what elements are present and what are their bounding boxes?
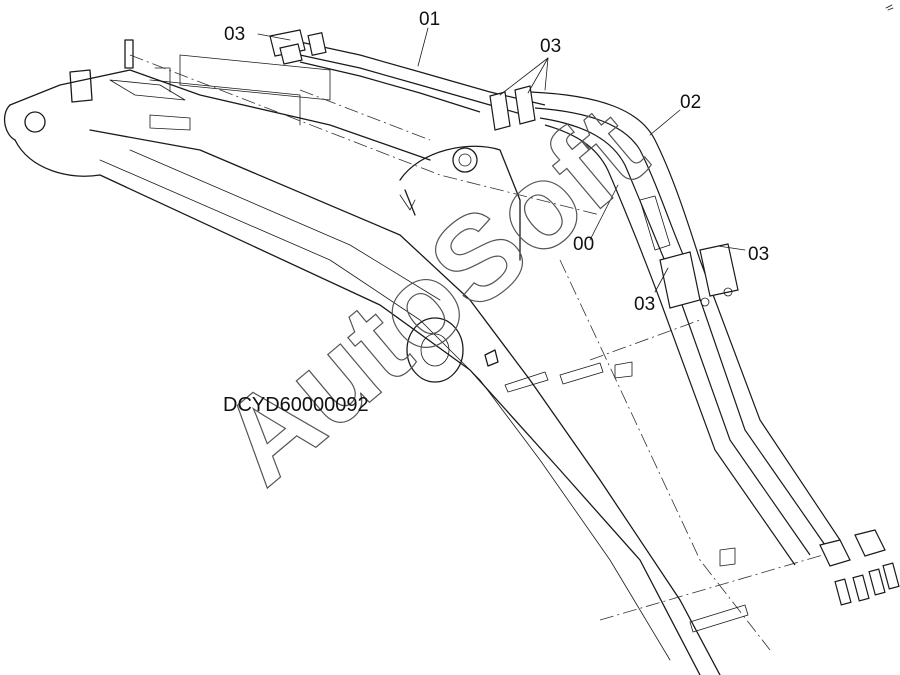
callout-03-lower: 03 [634,294,655,315]
drawing-code: DCYD60000092 [223,394,369,416]
callout-03-top-mid: 03 [540,36,561,57]
callout-03-top-left: 03 [224,24,245,45]
callout-00: 00 [573,234,594,255]
boom-structure [3,39,721,675]
leader-lines [257,27,746,293]
callout-02: 02 [680,92,701,113]
callout-01: 01 [419,9,440,30]
mounting-plates [559,195,749,633]
callout-03-right: 03 [748,244,769,265]
watermark: AutoSoft [196,82,670,510]
center-lines [129,54,841,651]
corner-mark [885,4,894,11]
